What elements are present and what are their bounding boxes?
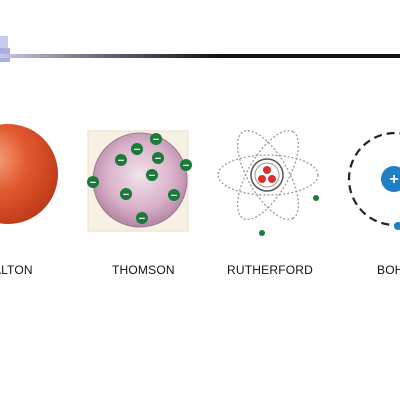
electron-symbol: − <box>183 160 189 172</box>
proton <box>268 175 276 183</box>
decoration-square <box>0 36 8 48</box>
electron-symbol: − <box>149 170 155 182</box>
electron <box>146 169 158 181</box>
orbit-path <box>236 129 300 221</box>
thomson-model: −−−−−−−−−− <box>87 130 192 232</box>
proton <box>263 166 271 174</box>
label-dalton: DALTON <box>0 263 33 277</box>
electron-symbol: − <box>90 177 96 189</box>
electron <box>87 176 99 188</box>
electron-symbol: − <box>118 155 124 167</box>
electron <box>152 152 164 164</box>
electron <box>259 230 265 236</box>
electron <box>313 195 319 201</box>
rutherford-model <box>217 129 319 236</box>
electron-symbol: − <box>134 144 140 156</box>
electron-symbol: − <box>123 189 129 201</box>
bohr-nucleus <box>381 166 400 192</box>
label-bohr: BOHR <box>377 263 400 277</box>
electron <box>136 212 148 224</box>
electron <box>150 133 162 145</box>
electron <box>394 222 400 230</box>
electron-symbol: − <box>171 190 177 202</box>
electron <box>115 154 127 166</box>
label-thomson: THOMSON <box>112 263 175 277</box>
title-rule <box>0 54 400 58</box>
electron-symbol: − <box>155 153 161 165</box>
orbit-path <box>236 129 300 221</box>
label-rutherford: RUTHERFORD <box>227 263 313 277</box>
electron-symbol: − <box>153 134 159 146</box>
proton <box>258 175 266 183</box>
electron <box>180 159 192 171</box>
electron-symbol: − <box>139 213 145 225</box>
dalton-sphere <box>0 124 58 224</box>
bohr-model: + <box>347 131 400 230</box>
electron <box>131 143 143 155</box>
proton-symbol: + <box>389 171 398 188</box>
orbit-path <box>217 154 319 196</box>
electron <box>168 189 180 201</box>
electron <box>120 188 132 200</box>
dalton-model <box>0 124 58 224</box>
